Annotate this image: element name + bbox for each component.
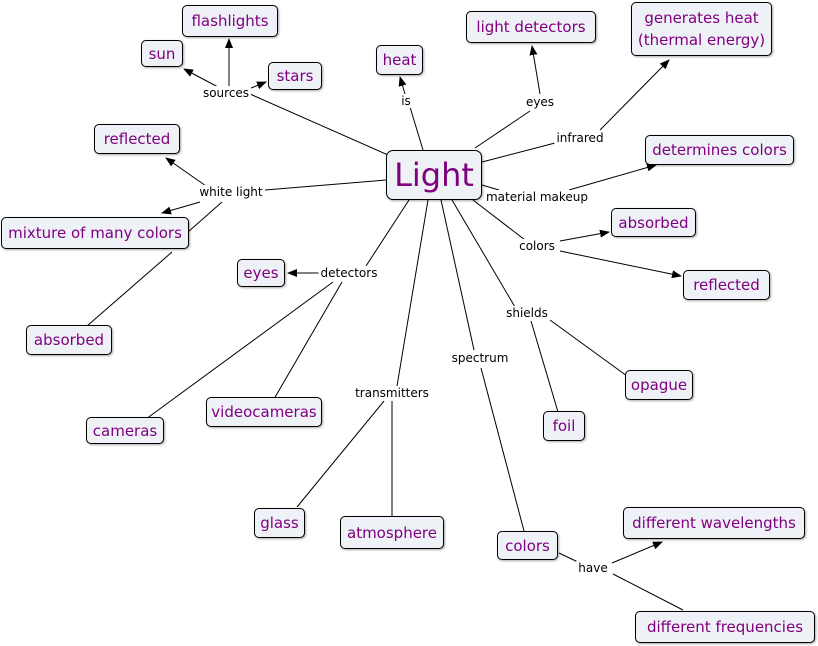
link-light-sources xyxy=(249,93,389,156)
arrow-white-light-mixture xyxy=(161,201,201,215)
arrow-eyes-light-detectors xyxy=(529,45,541,95)
link-have-frequencies xyxy=(612,573,684,611)
label-sources: sources xyxy=(200,86,252,100)
node-determines-colors[interactable]: determines colors xyxy=(645,135,794,165)
label-transmitters: transmitters xyxy=(353,386,431,400)
node-opague[interactable]: opague xyxy=(625,370,693,400)
link-light-detectors xyxy=(365,199,410,267)
arrow-infrared-generates-heat xyxy=(599,59,670,131)
link-light-shields xyxy=(451,199,516,308)
label-shields: shields xyxy=(504,306,550,320)
link-light-is xyxy=(409,106,424,151)
node-generates-heat[interactable]: generates heat (thermal energy) xyxy=(631,2,772,56)
node-cameras[interactable]: cameras xyxy=(86,417,164,444)
link-detectors-cameras xyxy=(145,281,334,420)
label-eyes: eyes xyxy=(523,95,557,109)
node-light[interactable]: Light xyxy=(386,150,482,200)
label-detectors: detectors xyxy=(318,266,380,280)
node-different-frequencies[interactable]: different frequencies xyxy=(635,611,815,643)
link-light-colors-label xyxy=(472,199,526,241)
link-absorbed-left xyxy=(86,251,173,327)
arrow-white-light-reflected xyxy=(165,157,207,187)
link-white-light-absorbed xyxy=(187,201,223,233)
label-spectrum: spectrum xyxy=(449,351,511,365)
node-reflected-left[interactable]: reflected xyxy=(94,124,180,154)
arrow-sources-sun xyxy=(183,68,219,88)
link-light-transmitters xyxy=(396,199,429,387)
link-shields-foil xyxy=(530,320,559,413)
label-infrared: infrared xyxy=(554,131,606,145)
node-foil[interactable]: foil xyxy=(543,411,585,441)
arrow-material-makeup-determines-colors xyxy=(568,163,657,191)
node-light-detectors[interactable]: light detectors xyxy=(466,11,596,43)
node-absorbed-left[interactable]: absorbed xyxy=(26,325,112,355)
link-detectors-videocameras xyxy=(273,281,343,400)
node-glass[interactable]: glass xyxy=(254,508,305,538)
node-stars[interactable]: stars xyxy=(268,62,322,90)
node-atmosphere[interactable]: atmosphere xyxy=(340,516,444,549)
link-transmitters-glass xyxy=(296,400,385,508)
node-colors[interactable]: colors xyxy=(497,531,558,560)
node-reflected-right[interactable]: reflected xyxy=(683,270,770,300)
arrow-colors-absorbed xyxy=(559,229,610,242)
node-videocameras[interactable]: videocameras xyxy=(206,397,322,427)
arrow-is-heat xyxy=(398,76,407,95)
label-colors: colors xyxy=(517,239,557,253)
link-light-spectrum xyxy=(440,199,475,351)
label-material-makeup: material makeup xyxy=(483,190,591,204)
arrow-sources-stars xyxy=(250,81,267,90)
node-eyes[interactable]: eyes xyxy=(237,259,285,287)
link-shields-opague xyxy=(549,319,628,377)
arrow-colors-reflected xyxy=(559,250,682,279)
label-have: have xyxy=(576,561,610,575)
link-spectrum-colors xyxy=(480,367,525,532)
node-different-wavelengths[interactable]: different wavelengths xyxy=(623,507,805,539)
arrow-have-wavelengths xyxy=(611,541,663,564)
link-light-eyes xyxy=(474,110,531,149)
label-white-light: white light xyxy=(197,185,265,199)
link-light-infrared xyxy=(481,142,556,163)
link-light-material-makeup xyxy=(481,184,500,191)
node-flashlights[interactable]: flashlights xyxy=(182,5,278,37)
node-sun[interactable]: sun xyxy=(141,40,183,67)
label-is: is xyxy=(399,94,413,108)
node-mixture-of-many-colors[interactable]: mixture of many colors xyxy=(1,217,189,249)
node-absorbed-right[interactable]: absorbed xyxy=(611,208,696,237)
node-heat[interactable]: heat xyxy=(376,45,423,75)
link-light-white-light xyxy=(264,179,387,191)
